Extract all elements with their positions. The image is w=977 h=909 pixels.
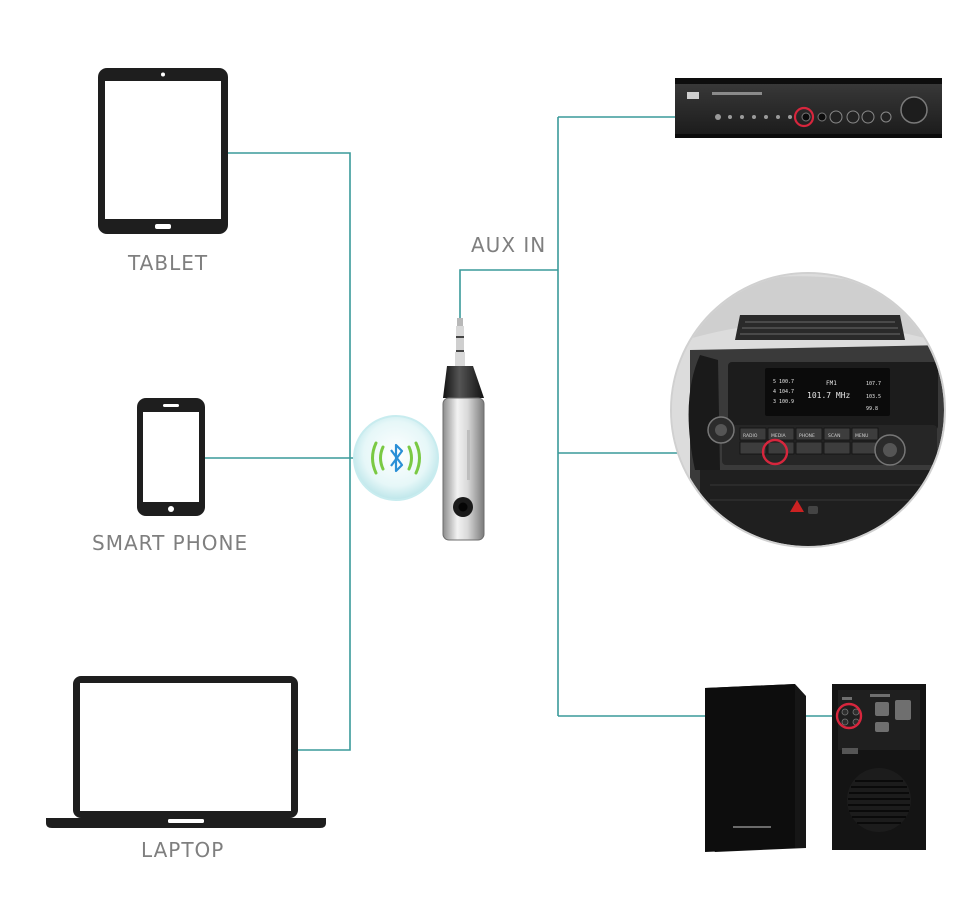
car-button-scan: SCAN <box>828 433 840 439</box>
car-band-label: FM1 <box>826 380 837 387</box>
car-main-frequency: 101.7 MHz <box>807 391 851 400</box>
car-button-menu: MENU <box>855 433 868 439</box>
smart-phone-label: SMART PHONE <box>92 531 249 555</box>
tablet-icon <box>98 68 228 234</box>
laptop-label: LAPTOP <box>141 838 225 862</box>
bookshelf-speakers <box>705 684 926 852</box>
laptop-icon <box>46 676 326 828</box>
car-buttons-text: RADIO MEDIA PHONE SCAN MENU <box>743 433 868 439</box>
smartphone-icon <box>137 398 205 516</box>
car-preset-5: 103.5 <box>866 394 881 400</box>
stereo-amplifier <box>675 78 942 138</box>
car-stereo-dashboard <box>670 272 946 548</box>
aux-bluetooth-receiver <box>442 318 485 541</box>
bluetooth-icon <box>353 415 439 501</box>
car-preset-4: 107.7 <box>866 381 881 387</box>
car-preset-3: 3 100.9 <box>773 399 794 405</box>
left-connector-lines <box>205 152 368 751</box>
car-button-radio: RADIO <box>743 433 758 439</box>
car-preset-1: 5 100.7 <box>773 379 794 385</box>
car-button-phone: PHONE <box>799 433 815 439</box>
tablet-label: TABLET <box>128 251 209 275</box>
car-display-text: FM1 101.7 MHz 5 100.7 4 104.7 3 100.9 10… <box>773 379 881 412</box>
aux-in-label: AUX IN <box>471 233 547 257</box>
car-preset-2: 4 104.7 <box>773 389 794 395</box>
car-preset-6: 99.8 <box>866 406 878 412</box>
car-button-media: MEDIA <box>771 433 787 439</box>
